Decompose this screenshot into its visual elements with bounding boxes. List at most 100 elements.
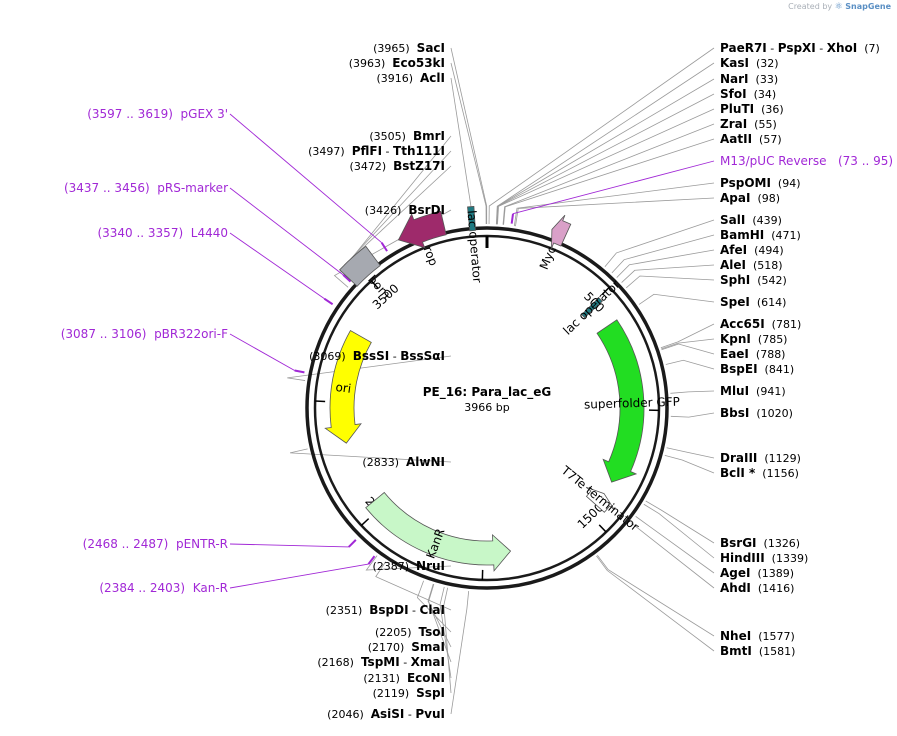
enzyme-label[interactable]: AleI (518) <box>720 258 783 272</box>
site-connector <box>443 587 452 694</box>
enzyme-label[interactable]: (3916) AclI <box>376 71 445 85</box>
enzyme-position: (32) <box>749 57 779 70</box>
enzyme-label[interactable]: (3497) PflFI - Tth111I <box>308 144 445 158</box>
feature-arrow[interactable] <box>551 214 572 249</box>
feature-arrow[interactable] <box>365 491 512 572</box>
enzyme-label[interactable]: AatII (57) <box>720 132 782 146</box>
enzyme-label[interactable]: AgeI (1389) <box>720 566 794 580</box>
enzyme-label[interactable]: BsrGI (1326) <box>720 536 800 550</box>
enzyme-label[interactable]: BbsI (1020) <box>720 406 793 420</box>
enzyme-label[interactable]: AhdI (1416) <box>720 581 794 595</box>
enzyme-label[interactable]: AfeI (494) <box>720 243 784 257</box>
enzyme-name: BmtI <box>720 644 752 658</box>
enzyme-label[interactable]: DraIII (1129) <box>720 451 801 465</box>
enzyme-label[interactable]: (3426) BsrDI <box>365 203 445 217</box>
primer-connector <box>229 543 349 548</box>
enzyme-label[interactable]: SphI (542) <box>720 273 787 287</box>
feature-arrow[interactable] <box>585 486 615 513</box>
enzyme-label[interactable]: PluTI (36) <box>720 102 784 116</box>
enzyme-label[interactable]: ZraI (55) <box>720 117 777 131</box>
enzyme-label[interactable]: (2046) AsiSI - PvuI <box>327 707 445 721</box>
enzyme-name: BclI * <box>720 466 756 480</box>
enzyme-name: ClaI <box>420 603 445 617</box>
primer-connector <box>512 160 715 215</box>
primer-mark <box>380 242 388 252</box>
enzyme-position: (57) <box>752 133 782 146</box>
enzyme-label[interactable]: (3963) Eco53kI <box>349 56 445 70</box>
enzyme-label[interactable]: NheI (1577) <box>720 629 795 643</box>
enzyme-label[interactable]: BamHI (471) <box>720 228 801 242</box>
enzyme-position: (33) <box>749 73 779 86</box>
enzyme-label[interactable]: (2833) AlwNI <box>362 455 445 469</box>
enzyme-position: (542) <box>750 274 787 287</box>
enzyme-label[interactable]: BclI * (1156) <box>720 466 799 480</box>
enzyme-label[interactable]: HindIII (1339) <box>720 551 808 565</box>
primer-label[interactable]: M13/pUC Reverse (73 .. 95) <box>720 154 893 168</box>
enzyme-position: (2046) <box>327 708 371 721</box>
enzyme-label[interactable]: KpnI (785) <box>720 332 787 346</box>
feature-label: rop <box>421 244 441 267</box>
enzyme-position: - <box>389 350 400 363</box>
enzyme-label[interactable]: BspEI (841) <box>720 362 794 376</box>
enzyme-label[interactable]: (3965) SacI <box>373 41 445 55</box>
enzyme-label[interactable]: (3069) BssSI - BssSαI <box>309 349 445 363</box>
feature-arrow[interactable] <box>324 330 372 444</box>
enzyme-position: (1156) <box>755 467 799 480</box>
primer-connector <box>229 333 295 371</box>
enzyme-name: ZraI <box>720 117 747 131</box>
enzyme-name: BbsI <box>720 406 749 420</box>
enzyme-label[interactable]: PspOMI (94) <box>720 176 801 190</box>
site-connector <box>638 293 715 305</box>
enzyme-label[interactable]: (3472) BstZ17I <box>350 159 445 173</box>
enzyme-label[interactable]: SalI (439) <box>720 213 782 227</box>
feature-label: lac operator <box>465 210 485 284</box>
enzyme-label[interactable]: SpeI (614) <box>720 295 786 309</box>
enzyme-label[interactable]: SfoI (34) <box>720 87 776 101</box>
enzyme-position: - <box>404 708 415 721</box>
enzyme-label[interactable]: Acc65I (781) <box>720 317 801 331</box>
enzyme-label[interactable]: (2131) EcoNI <box>363 671 445 685</box>
enzyme-position: (2205) <box>375 626 419 639</box>
primer-label[interactable]: (3437 .. 3456) pRS-marker <box>64 181 228 195</box>
primer-label[interactable]: (3087 .. 3106) pBR322ori-F <box>61 327 228 341</box>
primer-label[interactable]: (3597 .. 3619) pGEX 3' <box>87 107 228 121</box>
enzyme-label[interactable]: PaeR7I - PspXI - XhoI (7) <box>720 41 880 55</box>
enzyme-label[interactable]: (2168) TspMI - XmaI <box>317 655 445 669</box>
enzyme-label[interactable]: ApaI (98) <box>720 191 780 205</box>
site-connector <box>515 197 715 227</box>
feature-arrow[interactable] <box>339 245 381 287</box>
snapgene-logo-icon: ⚛ <box>834 2 843 12</box>
site-connector <box>488 47 715 225</box>
enzyme-name: SmaI <box>411 640 445 654</box>
site-connector <box>611 234 715 274</box>
enzyme-label[interactable]: MluI (941) <box>720 384 786 398</box>
enzyme-label[interactable]: (2351) BspDI - ClaI <box>326 603 445 617</box>
enzyme-name: AfeI <box>720 243 747 257</box>
feature-arrow[interactable] <box>467 206 476 232</box>
enzyme-name: SpeI <box>720 295 750 309</box>
enzyme-name: AleI <box>720 258 746 272</box>
enzyme-label[interactable]: BmtI (1581) <box>720 644 795 658</box>
enzyme-label[interactable]: (3505) BmrI <box>369 129 445 143</box>
primer-label[interactable]: (2468 .. 2487) pENTR-R <box>83 537 228 551</box>
enzyme-label[interactable]: (2119) SspI <box>373 686 445 700</box>
enzyme-label[interactable]: KasI (32) <box>720 56 779 70</box>
enzyme-name: DraIII <box>720 451 757 465</box>
primer-label[interactable]: (3340 .. 3357) L4440 <box>97 226 228 240</box>
enzyme-label[interactable]: (2170) SmaI <box>368 640 445 654</box>
enzyme-label[interactable]: NarI (33) <box>720 72 778 86</box>
feature-arrow[interactable] <box>397 210 447 249</box>
enzyme-label[interactable]: (2387) NruI <box>372 559 445 573</box>
enzyme-name: EaeI <box>720 347 749 361</box>
enzyme-label[interactable]: EaeI (788) <box>720 347 785 361</box>
site-connector <box>645 500 715 544</box>
enzyme-position: (3505) <box>369 130 413 143</box>
feature-arrow[interactable] <box>581 297 603 319</box>
enzyme-position: (518) <box>746 259 783 272</box>
primer-label[interactable]: (2384 .. 2403) Kan-R <box>99 581 228 595</box>
site-connector <box>660 323 715 349</box>
enzyme-name: AsiSI <box>371 707 405 721</box>
enzyme-label[interactable]: (2205) TsoI <box>375 625 445 639</box>
feature-arrow[interactable] <box>596 319 645 483</box>
enzyme-name: EcoNI <box>407 671 445 685</box>
